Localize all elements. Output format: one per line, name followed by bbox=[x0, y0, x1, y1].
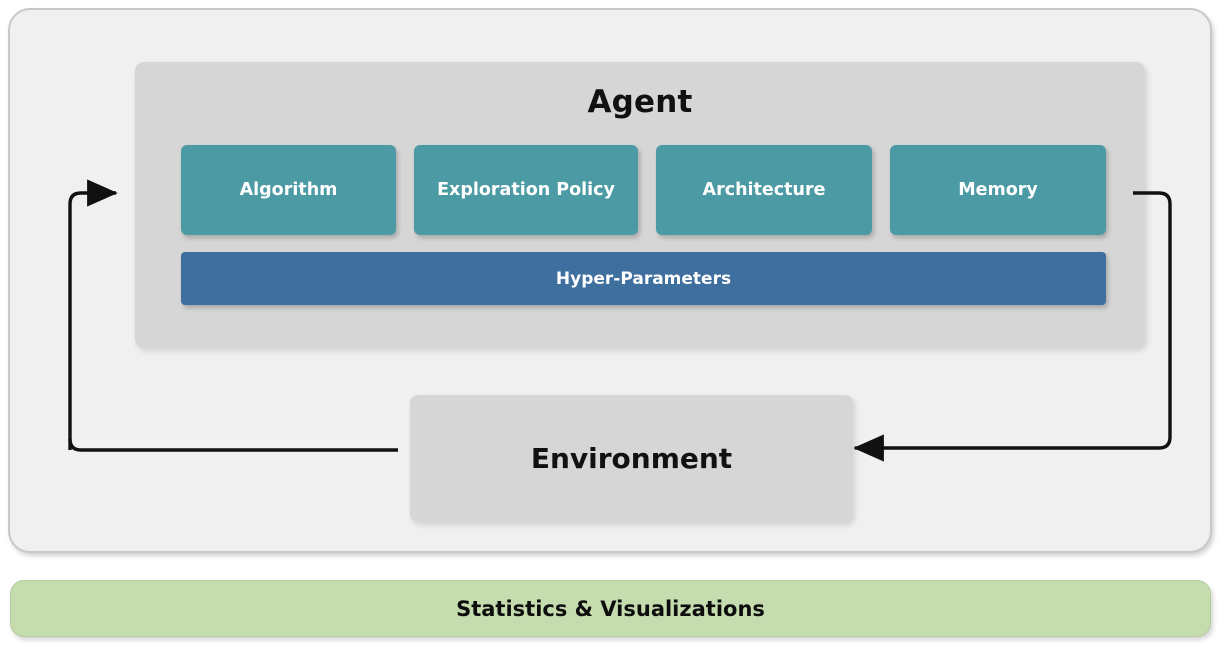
component-label-algorithm: Algorithm bbox=[239, 180, 338, 200]
component-box-algorithm[interactable]: Algorithm bbox=[181, 145, 396, 235]
hyper-parameters-bar[interactable]: Hyper-Parameters bbox=[181, 252, 1106, 305]
component-box-memory[interactable]: Memory bbox=[890, 145, 1106, 235]
component-box-exploration-policy[interactable]: Exploration Policy bbox=[414, 145, 638, 235]
component-label-memory: Memory bbox=[958, 180, 1038, 200]
statistics-visualizations-bar[interactable]: Statistics & Visualizations bbox=[10, 580, 1211, 637]
statistics-visualizations-label: Statistics & Visualizations bbox=[456, 596, 765, 621]
environment-box[interactable]: Environment bbox=[410, 395, 853, 522]
agent-component-row: Algorithm Exploration Policy Architectur… bbox=[181, 145, 1106, 235]
agent-title: Agent bbox=[587, 84, 693, 120]
component-box-architecture[interactable]: Architecture bbox=[656, 145, 872, 235]
system-container: Agent Algorithm Exploration Policy Archi… bbox=[8, 8, 1212, 553]
component-label-architecture: Architecture bbox=[702, 180, 826, 200]
component-label-exploration-policy: Exploration Policy bbox=[437, 180, 615, 200]
hyper-parameters-label: Hyper-Parameters bbox=[555, 268, 732, 289]
agent-panel: Agent Algorithm Exploration Policy Archi… bbox=[135, 62, 1145, 348]
environment-label: Environment bbox=[530, 442, 733, 475]
